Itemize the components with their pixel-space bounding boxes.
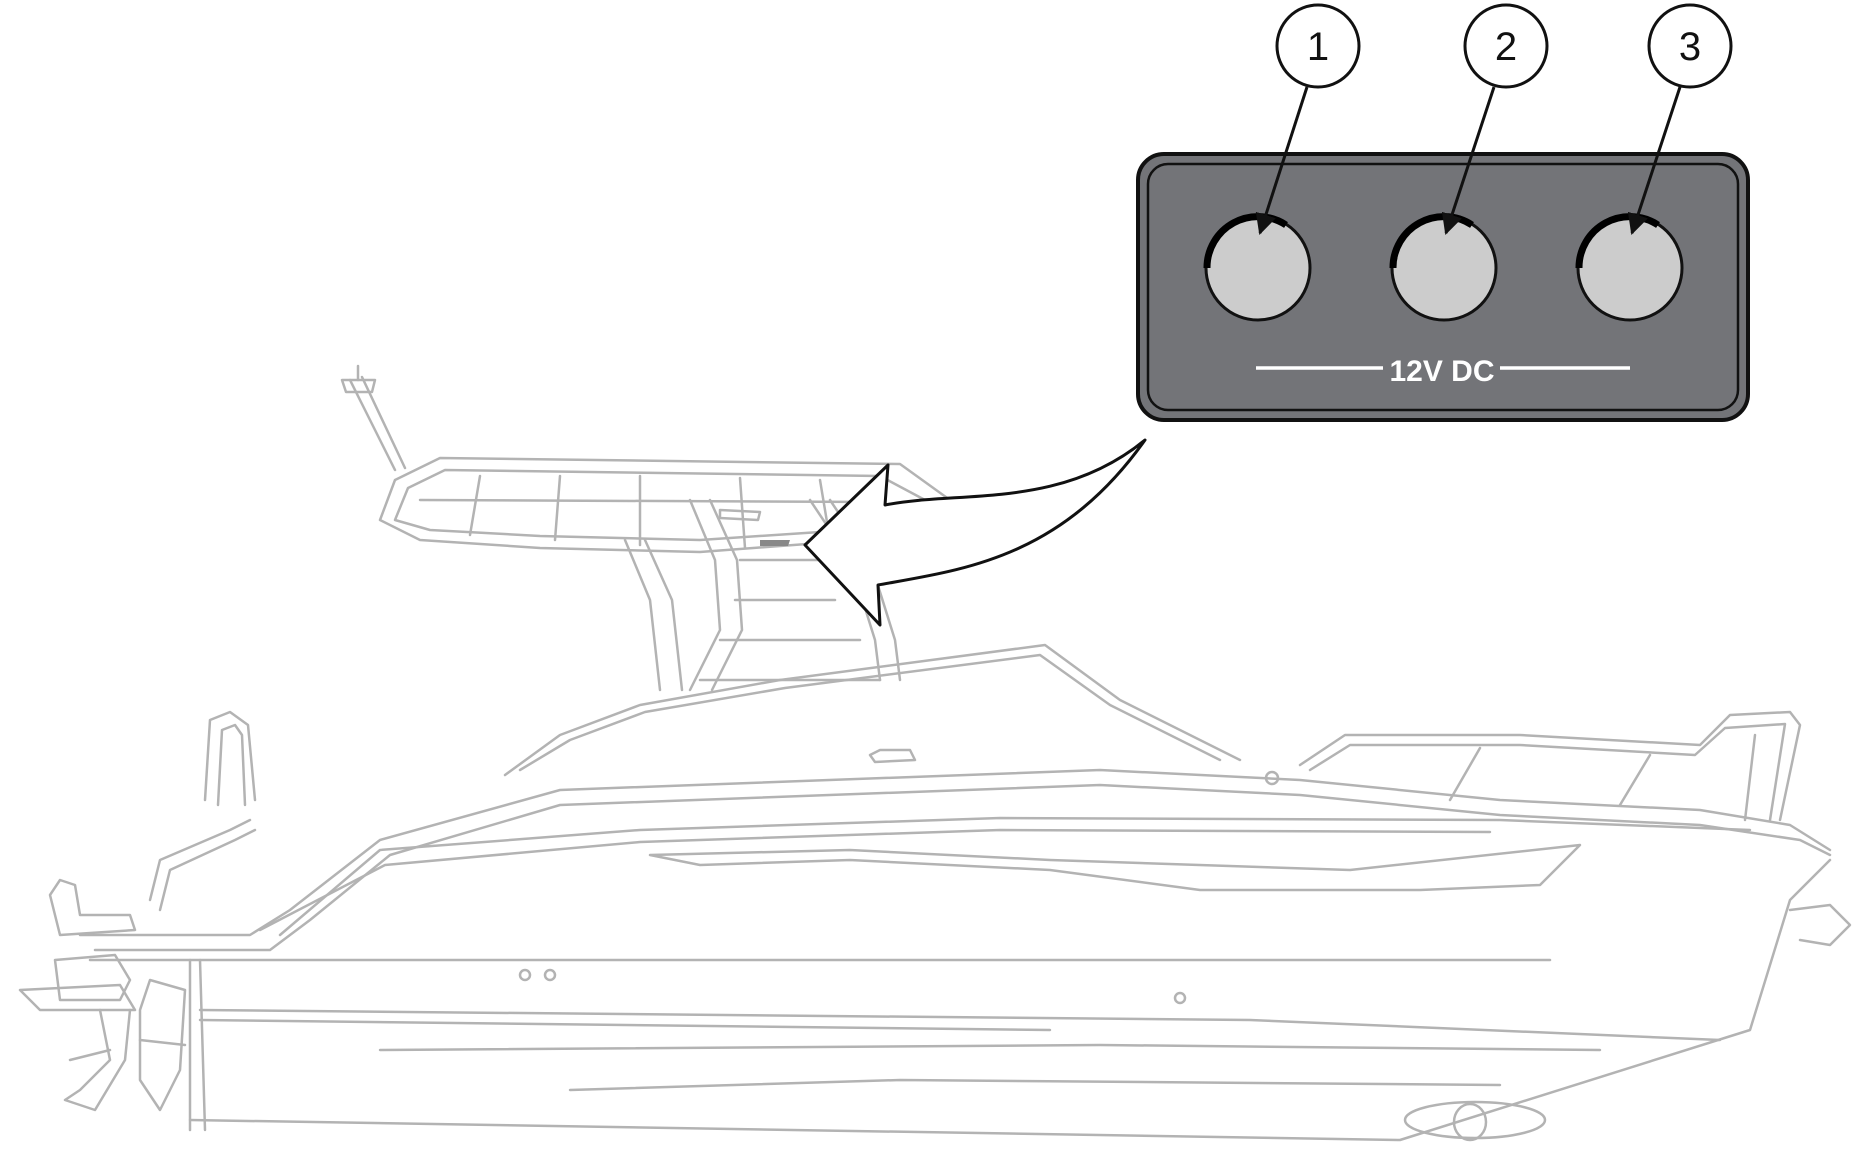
callout-1: 1 — [1275, 3, 1361, 89]
callout-2: 2 — [1463, 3, 1549, 89]
socket-1 — [1203, 213, 1312, 322]
power-socket-panel: 12V DC — [1136, 152, 1750, 422]
callout-number-3: 3 — [1679, 25, 1701, 69]
leader-line-3 — [1627, 86, 1682, 235]
leader-line-1 — [1255, 86, 1309, 235]
callouts: 1 2 3 — [1255, 3, 1733, 235]
callout-3: 3 — [1647, 3, 1733, 89]
outboard-motors — [18, 878, 187, 1112]
boat-illustration — [18, 364, 1852, 1142]
socket-3 — [1575, 213, 1684, 322]
bow-rail — [1298, 710, 1802, 822]
callout-number-1: 1 — [1307, 25, 1329, 69]
windshield — [503, 643, 1242, 777]
panel-label: 12V DC — [1389, 355, 1494, 388]
leader-line-2 — [1441, 86, 1496, 235]
pointer-arrow — [803, 438, 1147, 627]
callout-number-2: 2 — [1495, 25, 1517, 69]
hull — [78, 768, 1852, 1142]
antenna — [340, 364, 407, 472]
socket-2 — [1389, 213, 1498, 322]
panel-inner-border — [1146, 162, 1740, 412]
stern-rail — [148, 710, 257, 912]
